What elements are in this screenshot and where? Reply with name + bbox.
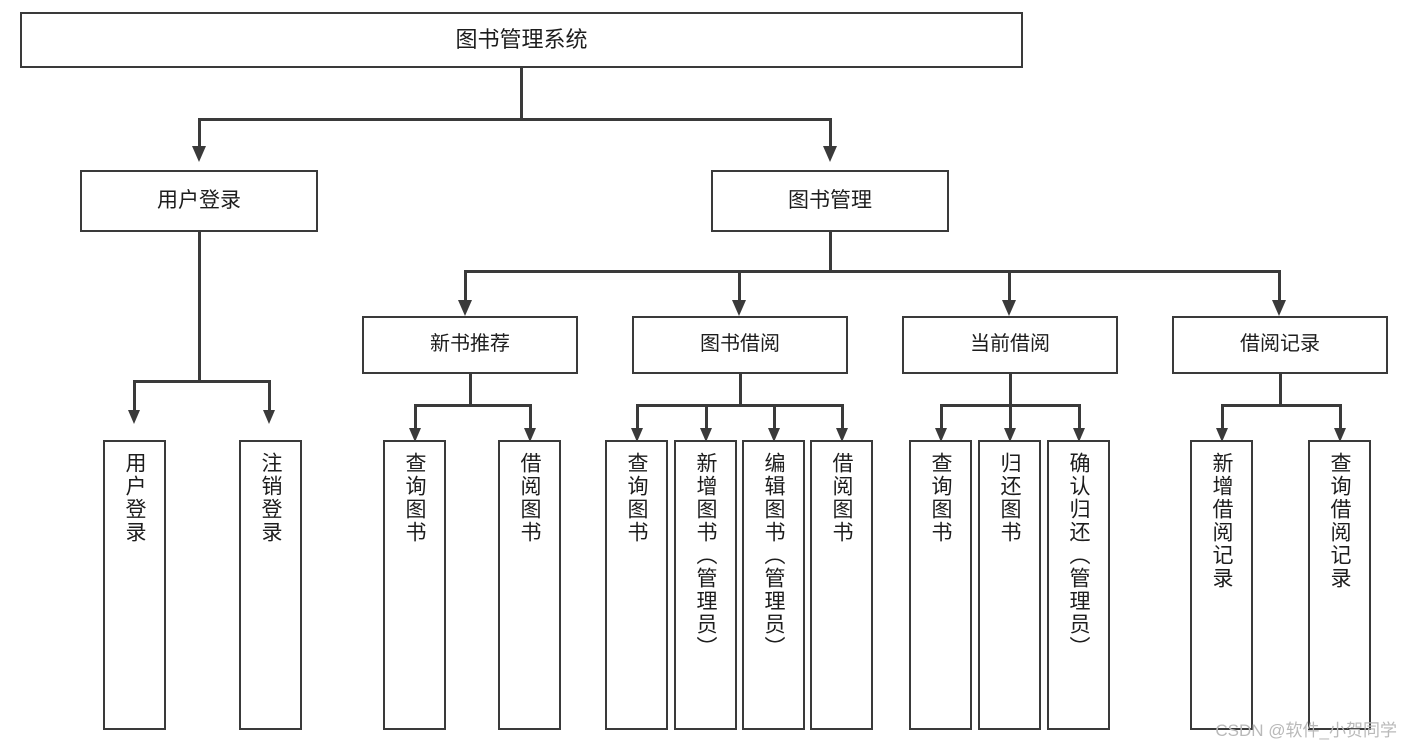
arrow-down-icon — [1073, 428, 1085, 442]
node-label: 查询借阅记录 — [1328, 452, 1351, 590]
leaf-query-book-1[interactable]: 查询图书 — [383, 440, 446, 730]
edge-root-stem — [520, 68, 523, 120]
leaf-add-record[interactable]: 新增借阅记录 — [1190, 440, 1253, 730]
edge-new-book-recommend-stem — [469, 374, 472, 406]
arrow-down-icon — [128, 410, 140, 424]
edge-root-to-book-management — [829, 118, 832, 148]
edge-to-leaf-add-book — [705, 404, 708, 430]
arrow-down-icon — [823, 146, 837, 162]
node-label: 新书推荐 — [430, 333, 510, 356]
edge-to-leaf-edit-book — [773, 404, 776, 430]
node-label: 新增图书（管理员） — [694, 452, 717, 659]
edge-borrow-record-stem — [1279, 374, 1282, 406]
node-label: 查询图书 — [403, 452, 426, 544]
node-label: 查询图书 — [929, 452, 952, 544]
leaf-user-login[interactable]: 用户登录 — [103, 440, 166, 730]
arrow-down-icon — [836, 428, 848, 442]
node-root-system[interactable]: 图书管理系统 — [20, 12, 1023, 68]
node-label: 新增借阅记录 — [1210, 452, 1233, 590]
arrow-down-icon — [524, 428, 536, 442]
leaf-add-book[interactable]: 新增图书（管理员） — [674, 440, 737, 730]
edge-to-leaf-return-book — [1009, 404, 1012, 430]
node-label: 注销登录 — [259, 452, 282, 544]
edge-to-leaf-borrow-book-1 — [529, 404, 532, 430]
arrow-down-icon — [1002, 300, 1016, 316]
edge-to-leaf-confirm-return — [1078, 404, 1081, 430]
node-user-login[interactable]: 用户登录 — [80, 170, 318, 232]
edge-root-bus — [198, 118, 832, 121]
edge-user-login-stem — [198, 232, 201, 382]
arrow-down-icon — [1216, 428, 1228, 442]
leaf-borrow-book-1[interactable]: 借阅图书 — [498, 440, 561, 730]
arrow-down-icon — [768, 428, 780, 442]
node-label: 当前借阅 — [970, 333, 1050, 356]
arrow-down-icon — [732, 300, 746, 316]
edge-to-leaf-query-record — [1339, 404, 1342, 430]
edge-book-borrow-bus — [636, 404, 844, 407]
arrow-down-icon — [935, 428, 947, 442]
arrow-down-icon — [1334, 428, 1346, 442]
edge-to-borrow-record — [1278, 270, 1281, 302]
node-book-management[interactable]: 图书管理 — [711, 170, 949, 232]
arrow-down-icon — [631, 428, 643, 442]
node-new-book-recommend[interactable]: 新书推荐 — [362, 316, 578, 374]
node-label: 用户登录 — [157, 188, 241, 212]
leaf-query-book-2[interactable]: 查询图书 — [605, 440, 668, 730]
edge-to-current-borrow — [1008, 270, 1011, 302]
arrow-down-icon — [1004, 428, 1016, 442]
node-label: 借阅记录 — [1240, 333, 1320, 356]
edge-to-book-borrow — [738, 270, 741, 302]
leaf-logout-login[interactable]: 注销登录 — [239, 440, 302, 730]
node-label: 借阅图书 — [518, 452, 541, 544]
edge-to-leaf-add-record — [1221, 404, 1224, 430]
edge-new-book-recommend-bus — [414, 404, 531, 407]
node-label: 编辑图书（管理员） — [762, 452, 785, 659]
node-label: 借阅图书 — [830, 452, 853, 544]
edge-to-leaf-logout-login — [268, 380, 271, 412]
arrow-down-icon — [1272, 300, 1286, 316]
leaf-borrow-book-2[interactable]: 借阅图书 — [810, 440, 873, 730]
arrow-down-icon — [409, 428, 421, 442]
edge-to-leaf-user-login — [133, 380, 136, 412]
node-borrow-record[interactable]: 借阅记录 — [1172, 316, 1388, 374]
node-label: 确认归还（管理员） — [1067, 452, 1090, 659]
leaf-confirm-return[interactable]: 确认归还（管理员） — [1047, 440, 1110, 730]
edge-to-new-book-recommend — [464, 270, 467, 302]
node-label: 图书管理系统 — [455, 27, 588, 53]
node-book-borrow[interactable]: 图书借阅 — [632, 316, 848, 374]
arrow-down-icon — [458, 300, 472, 316]
leaf-return-book[interactable]: 归还图书 — [978, 440, 1041, 730]
edge-book-borrow-stem — [739, 374, 742, 406]
node-label: 归还图书 — [998, 452, 1021, 544]
edge-to-leaf-query-book-2 — [636, 404, 639, 430]
node-label: 查询图书 — [625, 452, 648, 544]
edge-to-leaf-borrow-book-2 — [841, 404, 844, 430]
node-label: 图书管理 — [788, 188, 872, 212]
edge-current-borrow-stem — [1009, 374, 1012, 406]
arrow-down-icon — [263, 410, 275, 424]
edge-book-management-bus — [464, 270, 1280, 273]
node-current-borrow[interactable]: 当前借阅 — [902, 316, 1118, 374]
leaf-query-record[interactable]: 查询借阅记录 — [1308, 440, 1371, 730]
edge-borrow-record-bus — [1221, 404, 1341, 407]
arrow-down-icon — [192, 146, 206, 162]
node-label: 图书借阅 — [700, 333, 780, 356]
node-label: 用户登录 — [123, 452, 146, 544]
arrow-down-icon — [700, 428, 712, 442]
edge-book-management-stem — [829, 232, 832, 272]
edge-to-leaf-query-book-1 — [414, 404, 417, 430]
edge-root-to-user-login — [198, 118, 201, 148]
leaf-edit-book[interactable]: 编辑图书（管理员） — [742, 440, 805, 730]
leaf-query-book-3[interactable]: 查询图书 — [909, 440, 972, 730]
edge-to-leaf-query-book-3 — [940, 404, 943, 430]
edge-user-login-bus — [133, 380, 270, 383]
